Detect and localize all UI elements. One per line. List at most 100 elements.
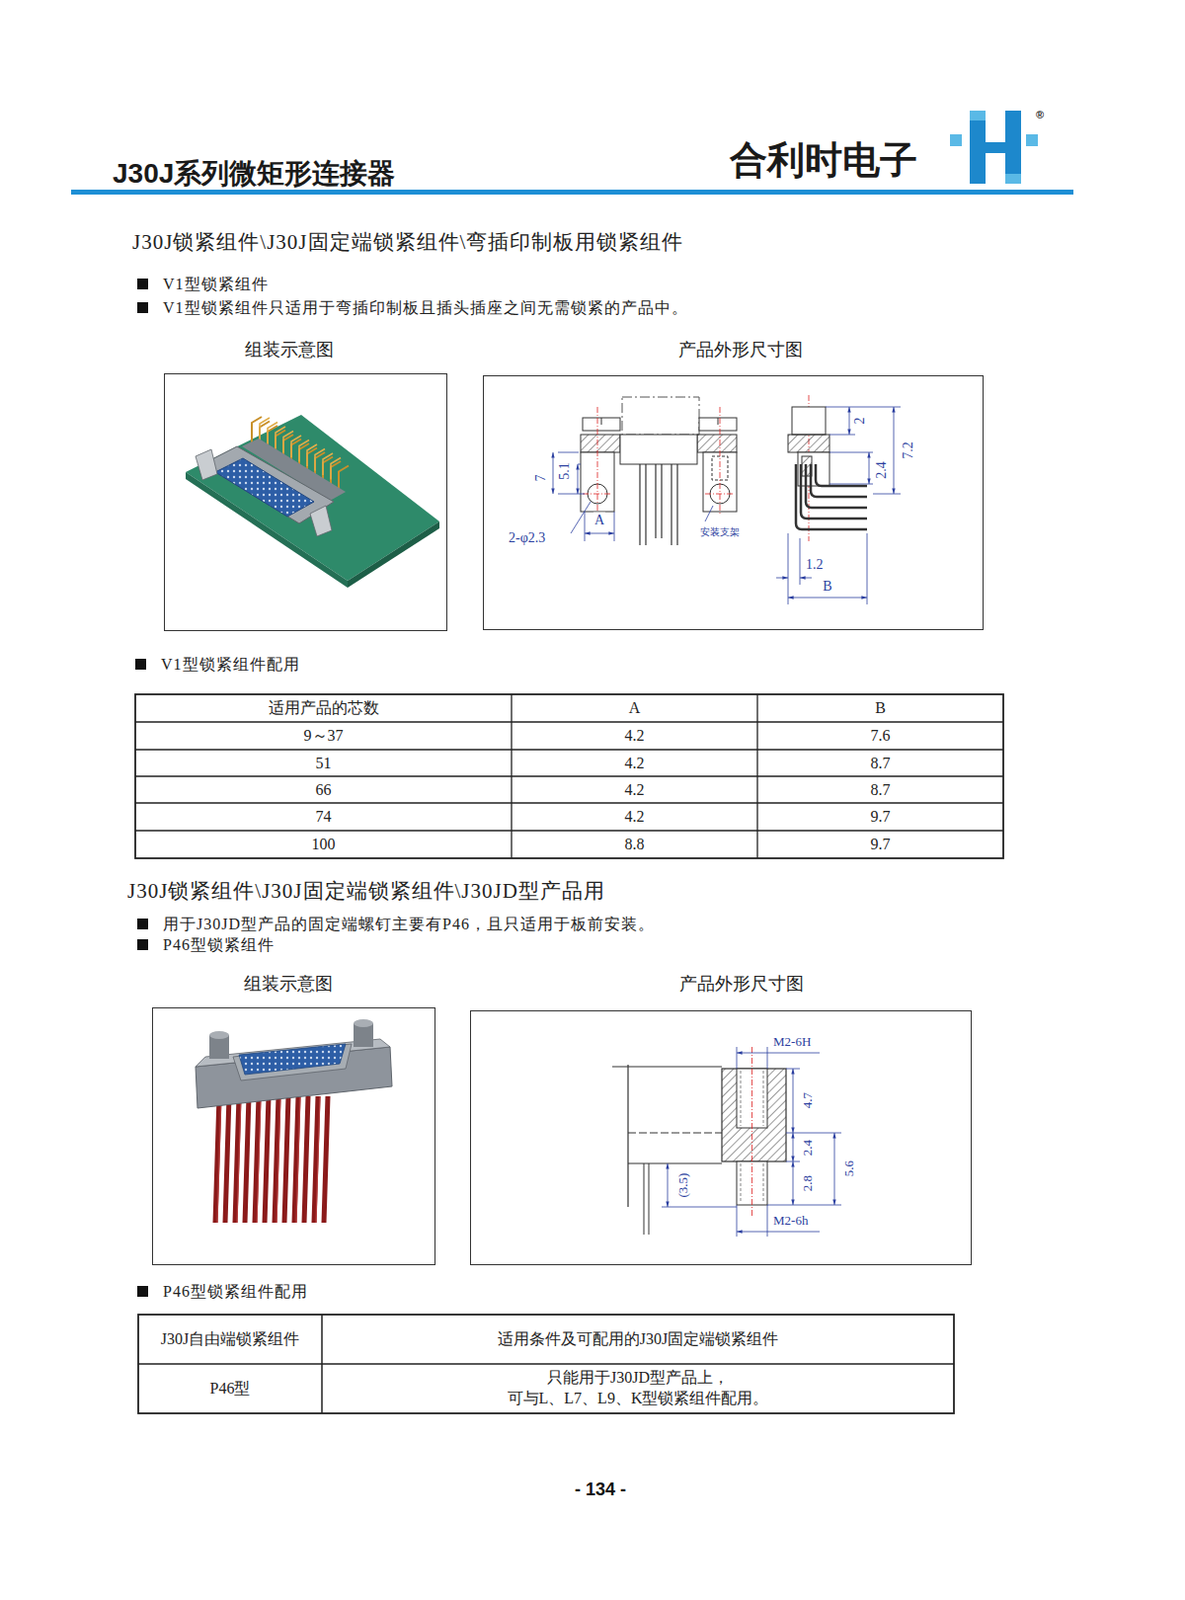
logo-tip: [1005, 173, 1022, 184]
leader-line: [705, 505, 713, 522]
extension-line: [584, 511, 615, 542]
dimension-label: 2.4: [873, 460, 891, 480]
table-cell: 8.8: [625, 834, 645, 854]
table-cell: 适用产品的芯数: [268, 698, 380, 717]
dimension-label: 7.2: [900, 440, 918, 461]
figure-frame: 产品外形尺寸图: [470, 1010, 972, 1265]
dimension-label: 7: [533, 474, 551, 483]
bullet-text: P46型锁紧组件: [162, 935, 275, 954]
table-grid: [138, 1314, 954, 1414]
text-run: 可与L、L7、L9、K型锁紧组件配用。: [507, 1389, 770, 1407]
bullet-text: V1型锁紧组件: [162, 274, 269, 294]
hatched-block: [697, 434, 737, 453]
screw-slot: [601, 417, 718, 425]
table-cell: 9.7: [870, 806, 891, 826]
brand-name: 合利时电子: [729, 138, 918, 184]
table-cell: P46型: [210, 1378, 251, 1398]
dimension-label: 2.4: [799, 1138, 816, 1157]
dimension-line: [893, 406, 895, 494]
table-cell: 4.2: [625, 753, 645, 773]
extension-line: [661, 1068, 842, 1207]
dimension-line: [799, 577, 812, 579]
table-cell: A: [629, 698, 641, 717]
hidden-line: [628, 1132, 722, 1134]
extension-line: [736, 1046, 768, 1237]
section-heading: J30J锁紧组件\J30J固定端锁紧组件\弯插印制板用锁紧组件: [132, 230, 684, 255]
table-cell: 4.2: [625, 780, 645, 799]
assembly-illustration: [195, 1019, 393, 1223]
dimension-label: (3.5): [675, 1172, 692, 1199]
dimension-label: 2-φ2.3: [507, 530, 547, 548]
table-cell: 100: [312, 834, 336, 854]
table-cell: B: [874, 698, 886, 717]
dimension-label: 安装支架: [699, 526, 741, 539]
dimension-label: B: [821, 578, 833, 596]
table-cell: 8.7: [870, 780, 891, 799]
lock-bracket: [195, 449, 218, 480]
outline-drawing: [612, 1046, 842, 1237]
wire-highlight: [217, 1096, 320, 1223]
table-border: [135, 694, 1004, 859]
connector-face: [238, 1043, 346, 1075]
text-run: 只能用于J30JD型产品上，: [547, 1368, 729, 1386]
figure-frame: 组装示意图: [152, 1007, 436, 1265]
bullet-text: 用于J30JD型产品的固定端螺钉主要有P46，且只适用于板前安装。: [162, 914, 655, 934]
table-rules: [138, 1314, 954, 1414]
standoff-top: [353, 1019, 374, 1027]
bullet-square: [137, 278, 149, 290]
bullet-text: P46型锁紧组件配用: [162, 1281, 309, 1301]
table-cell: 7.6: [870, 725, 891, 745]
logo-square: [949, 134, 962, 147]
lead-wires: [215, 1096, 328, 1223]
pins: [639, 464, 678, 546]
pcb-edge: [347, 521, 440, 588]
table-border: [138, 1314, 954, 1414]
table-cell: 4.2: [625, 725, 645, 745]
bullet-square: [137, 302, 149, 314]
dimension-line: [792, 1161, 794, 1205]
body-outline: [622, 396, 700, 435]
registered-mark: ®: [1035, 108, 1044, 122]
logo-bar: [1005, 110, 1022, 184]
extension-line: [788, 533, 868, 605]
mount-bracket: [797, 452, 830, 486]
table-cell: 只能用于J30JD型产品上， 可与L、L7、L9、K型锁紧组件配用。: [470, 1367, 806, 1410]
figure-heading: 组装示意图: [148, 339, 430, 362]
dimension-line: [584, 533, 615, 535]
table-cell: J30J自由端锁紧组件: [160, 1329, 300, 1348]
brand-logo: [949, 110, 1038, 184]
dimension-label: 4.7: [799, 1091, 816, 1109]
lock-bracket: [310, 505, 332, 537]
bent-pins: [795, 464, 868, 530]
shell-rim: [233, 1043, 352, 1081]
table-cell: 74: [316, 806, 332, 826]
table-cell: 9～37: [304, 725, 344, 745]
dimension-label: 2: [852, 416, 869, 426]
hatched-block: [580, 434, 621, 453]
bullet-square: [137, 1285, 149, 1297]
table-cell: 适用条件及可配用的J30J固定端锁紧组件: [497, 1329, 779, 1348]
leader-line: [570, 501, 591, 534]
bullet-square: [137, 939, 149, 950]
dimension-lines: [661, 1046, 842, 1237]
dimension-line: [736, 1231, 820, 1233]
figure-frame: 组装示意图: [163, 373, 448, 632]
hatched-block: [788, 434, 830, 453]
dimension-label: 5.1: [556, 461, 574, 481]
standoff-section: [721, 1068, 787, 1162]
wire-line: [643, 1163, 649, 1235]
table-cell: 9.7: [870, 834, 891, 854]
screw-side: [791, 406, 826, 435]
connector-body: [620, 434, 698, 465]
table-cell: 4.2: [625, 806, 645, 826]
dimension-line: [849, 406, 851, 435]
logo-tip: [969, 110, 986, 121]
dimension-label: 2.8: [799, 1174, 816, 1192]
logo-crossbar: [984, 142, 1006, 154]
dimension-line: [667, 1163, 669, 1207]
dimension-line: [792, 1068, 794, 1133]
figure-frame: 产品外形尺寸图: [482, 375, 984, 631]
figure-heading: 产品外形尺寸图: [490, 339, 990, 362]
center-lines: [582, 395, 809, 542]
section-heading: J30J锁紧组件\J30J固定端锁紧组件\J30JD型产品用: [127, 878, 606, 904]
